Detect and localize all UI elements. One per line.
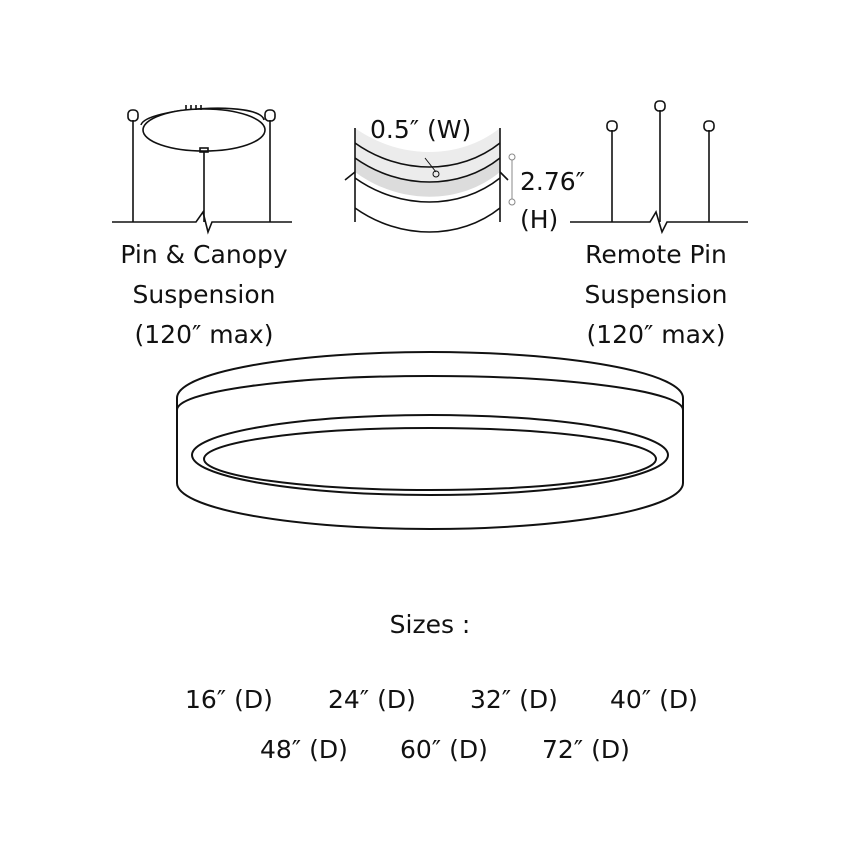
size-option: 60″ (D)	[400, 735, 488, 764]
ring-fixture-illustration	[176, 351, 684, 530]
remote-pin-label-line2: Suspension	[584, 280, 728, 309]
remote-pin-label-line3: (120″ max)	[586, 320, 726, 349]
size-option: 16″ (D)	[185, 685, 273, 714]
size-option: 24″ (D)	[328, 685, 416, 714]
size-option: 32″ (D)	[470, 685, 558, 714]
size-option: 72″ (D)	[542, 735, 630, 764]
pin-canopy-label-line3: (120″ max)	[134, 320, 274, 349]
width-dimension-label: 0.5″ (W)	[370, 115, 472, 144]
remote-pin-label-line1: Remote Pin	[585, 240, 727, 269]
height-dimension-label: (H)	[520, 205, 559, 234]
size-option: 48″ (D)	[260, 735, 348, 764]
pin-canopy-illustration	[112, 105, 292, 235]
height-dimension-value: 2.76″	[520, 167, 586, 196]
pin-canopy-label-line1: Pin & Canopy	[120, 240, 288, 269]
profile-cross-section	[344, 128, 516, 233]
remote-pin-illustration	[570, 100, 748, 235]
pin-canopy-label-line2: Suspension	[132, 280, 276, 309]
size-option: 40″ (D)	[610, 685, 698, 714]
sizes-title: Sizes :	[389, 610, 471, 639]
